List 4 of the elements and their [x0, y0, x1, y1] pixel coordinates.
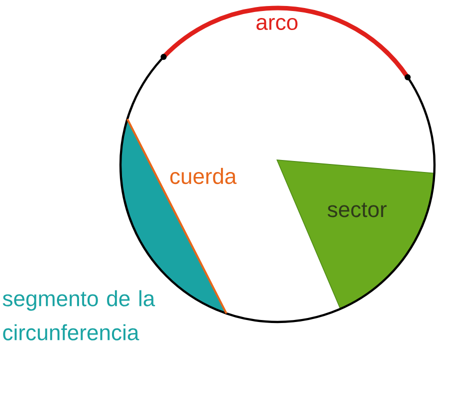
segment-label: segmento de la circunferencia	[2, 290, 156, 340]
sector-label: sector	[328, 202, 387, 218]
arc-label: arco	[256, 18, 298, 30]
chord-label: cuerda	[170, 168, 237, 184]
